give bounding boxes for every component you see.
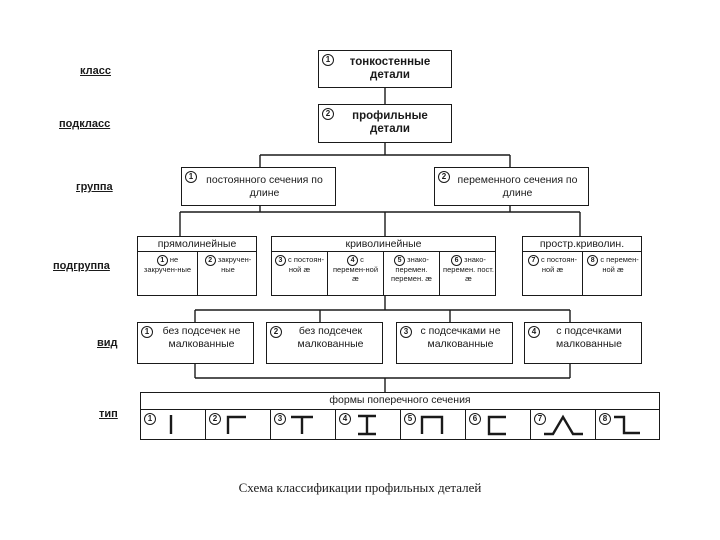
podgruppa-item-text: закручен-ные: [217, 255, 252, 274]
podklass-text: профильные детали: [352, 110, 428, 135]
number-badge: 3: [274, 255, 286, 266]
podgruppa-item-text: с перемен-ной æ: [332, 255, 379, 283]
podgruppa-item-text: с постоян-ной æ: [288, 255, 325, 274]
tip-cell-6: 6: [466, 410, 531, 439]
klass-box: 1 тонкостенные детали: [318, 50, 452, 88]
number-badge: 2: [322, 108, 334, 120]
tip-cell-2: 2: [206, 410, 271, 439]
tip-cell-3: 3: [271, 410, 336, 439]
vid-box-4: 4 с подсечками малкованные: [524, 322, 642, 364]
podgruppa-box-2: криволинейные 3 с постоян-ной æ 4 с пере…: [271, 236, 496, 296]
podgruppa-title: криволинейные: [345, 238, 422, 250]
vid-box-3: 3 с подсечками не малкованные: [396, 322, 513, 364]
podgruppa-item-text: с перемен-ной æ: [600, 255, 639, 274]
gruppa-text: переменного сечения по длине: [457, 174, 578, 199]
podgruppa-item-text: знако-перемен. перемен. æ: [391, 255, 432, 283]
vid-text: без подсечек не малкованные: [162, 325, 241, 350]
number-badge: 3: [274, 413, 286, 425]
level-label-tip: тип: [99, 408, 118, 420]
podgruppa-item-text: не закручен-ные: [143, 255, 192, 274]
gruppa-box-2: 2 переменного сечения по длине: [434, 167, 589, 206]
number-badge: 2: [270, 326, 282, 338]
podgruppa-box-1: прямолинейные 1 не закручен-ные 2 закруч…: [137, 236, 257, 296]
tip-cell-1: 1: [141, 410, 206, 439]
number-badge: 5: [404, 413, 416, 425]
klass-text: тонкостенные детали: [349, 56, 431, 81]
number-badge: 8: [599, 413, 611, 425]
vid-text: с подсечками не малкованные: [420, 325, 501, 350]
number-badge: 2: [438, 171, 450, 183]
podgruppa-title: прямолинейные: [157, 238, 237, 250]
number-badge: 7: [527, 255, 539, 266]
podgruppa-box-3: простр.криволин. 7 с постоян-ной æ 8 с п…: [522, 236, 642, 296]
podklass-box: 2 профильные детали: [318, 104, 452, 143]
tip-row: 1 2 3 4 5 6 7 8: [141, 409, 659, 439]
level-label-podklass: подкласс: [59, 118, 111, 130]
number-badge: 1: [141, 326, 153, 338]
vid-box-2: 2 без подсечек малкованные: [266, 322, 383, 364]
tip-title: формы поперечного сечения: [329, 394, 471, 406]
level-label-klass: класс: [80, 65, 111, 77]
tip-cell-8: 8: [596, 410, 661, 439]
number-badge: 2: [204, 255, 216, 266]
tip-cell-4: 4: [336, 410, 401, 439]
number-badge: 4: [339, 413, 351, 425]
number-badge: 8: [587, 255, 599, 266]
number-badge: 1: [144, 413, 156, 425]
diagram-caption: Схема классификации профильных деталей: [238, 480, 482, 495]
number-badge: 4: [528, 326, 540, 338]
tip-box: формы поперечного сечения 1 2 3 4 5 6 7 8: [140, 392, 660, 440]
tip-cell-5: 5: [401, 410, 466, 439]
number-badge: 3: [400, 326, 412, 338]
tip-cell-7: 7: [531, 410, 596, 439]
gruppa-box-1: 1 постоянного сечения по длине: [181, 167, 336, 206]
podgruppa-item-text: знако-перемен. пост. æ: [443, 255, 494, 283]
number-badge: 1: [185, 171, 197, 183]
number-badge: 7: [534, 413, 546, 425]
level-label-vid: вид: [97, 337, 118, 349]
level-label-gruppa: группа: [76, 181, 113, 193]
vid-text: без подсечек малкованные: [297, 325, 364, 350]
level-label-podgruppa: подгруппа: [53, 260, 110, 272]
number-badge: 1: [322, 54, 334, 66]
podgruppa-item-text: с постоян-ной æ: [541, 255, 578, 274]
gruppa-text: постоянного сечения по длине: [206, 174, 323, 199]
number-badge: 6: [469, 413, 481, 425]
vid-text: с подсечками малкованные: [555, 325, 623, 350]
podgruppa-title: простр.криволин.: [539, 238, 625, 250]
number-badge: 2: [209, 413, 221, 425]
vid-box-1: 1 без подсечек не малкованные: [137, 322, 254, 364]
